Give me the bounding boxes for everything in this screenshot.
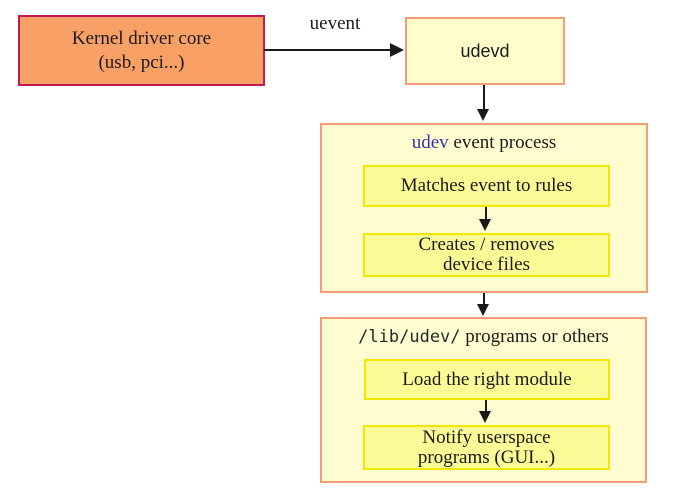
lib-udev-title-rest: programs or others <box>460 326 609 347</box>
arrow-match-to-create-shaft <box>485 207 487 221</box>
lib-udev-programs-container: /lib/udev/ programs or others Load the r… <box>320 317 647 483</box>
kernel-driver-core-box: Kernel driver core (usb, pci...) <box>18 15 265 86</box>
arrow-load-to-notify-head-icon <box>479 411 491 423</box>
udev-event-process-container: udev event process Matches event to rule… <box>320 123 648 293</box>
step-notify-line2: programs (GUI...) <box>417 446 556 468</box>
step-load-label: Load the right module <box>402 368 572 390</box>
arrow-udevd-to-process-shaft <box>483 85 485 110</box>
arrow-process-to-libudev-shaft <box>483 293 485 305</box>
step-matches-event-to-rules: Matches event to rules <box>363 165 610 207</box>
arrow-match-to-create-head-icon <box>479 219 491 231</box>
arrow-process-to-libudev-head-icon <box>477 304 489 316</box>
step-notify-line1: Notify userspace <box>422 426 551 448</box>
uevent-arrowhead-icon <box>390 43 404 57</box>
step-creates-line1: Creates / removes <box>418 234 555 255</box>
step-creates-line2: device files <box>442 254 531 275</box>
arrow-udevd-to-process-head-icon <box>477 109 489 121</box>
step-load-right-module: Load the right module <box>364 359 610 400</box>
uevent-arrow-shaft <box>264 49 392 51</box>
step-matches-label: Matches event to rules <box>400 175 573 196</box>
udevd-box: udevd <box>405 17 565 85</box>
step-creates-removes-device-files: Creates / removes device files <box>363 233 610 277</box>
uevent-label: uevent <box>309 13 361 34</box>
udevd-label: udevd <box>460 40 510 61</box>
kernel-box-line2: (usb, pci...) <box>98 51 185 73</box>
lib-udev-path-label: /lib/udev/ <box>358 327 461 347</box>
udev-title-rest: event process <box>448 132 557 153</box>
udev-event-process-title: udev event process <box>322 132 646 154</box>
step-notify-userspace-programs: Notify userspace programs (GUI...) <box>363 425 610 470</box>
kernel-box-line1: Kernel driver core <box>71 27 212 49</box>
arrow-load-to-notify-shaft <box>485 400 487 413</box>
lib-udev-programs-title: /lib/udev/ programs or others <box>322 326 645 348</box>
udev-title-highlight: udev <box>411 132 449 153</box>
